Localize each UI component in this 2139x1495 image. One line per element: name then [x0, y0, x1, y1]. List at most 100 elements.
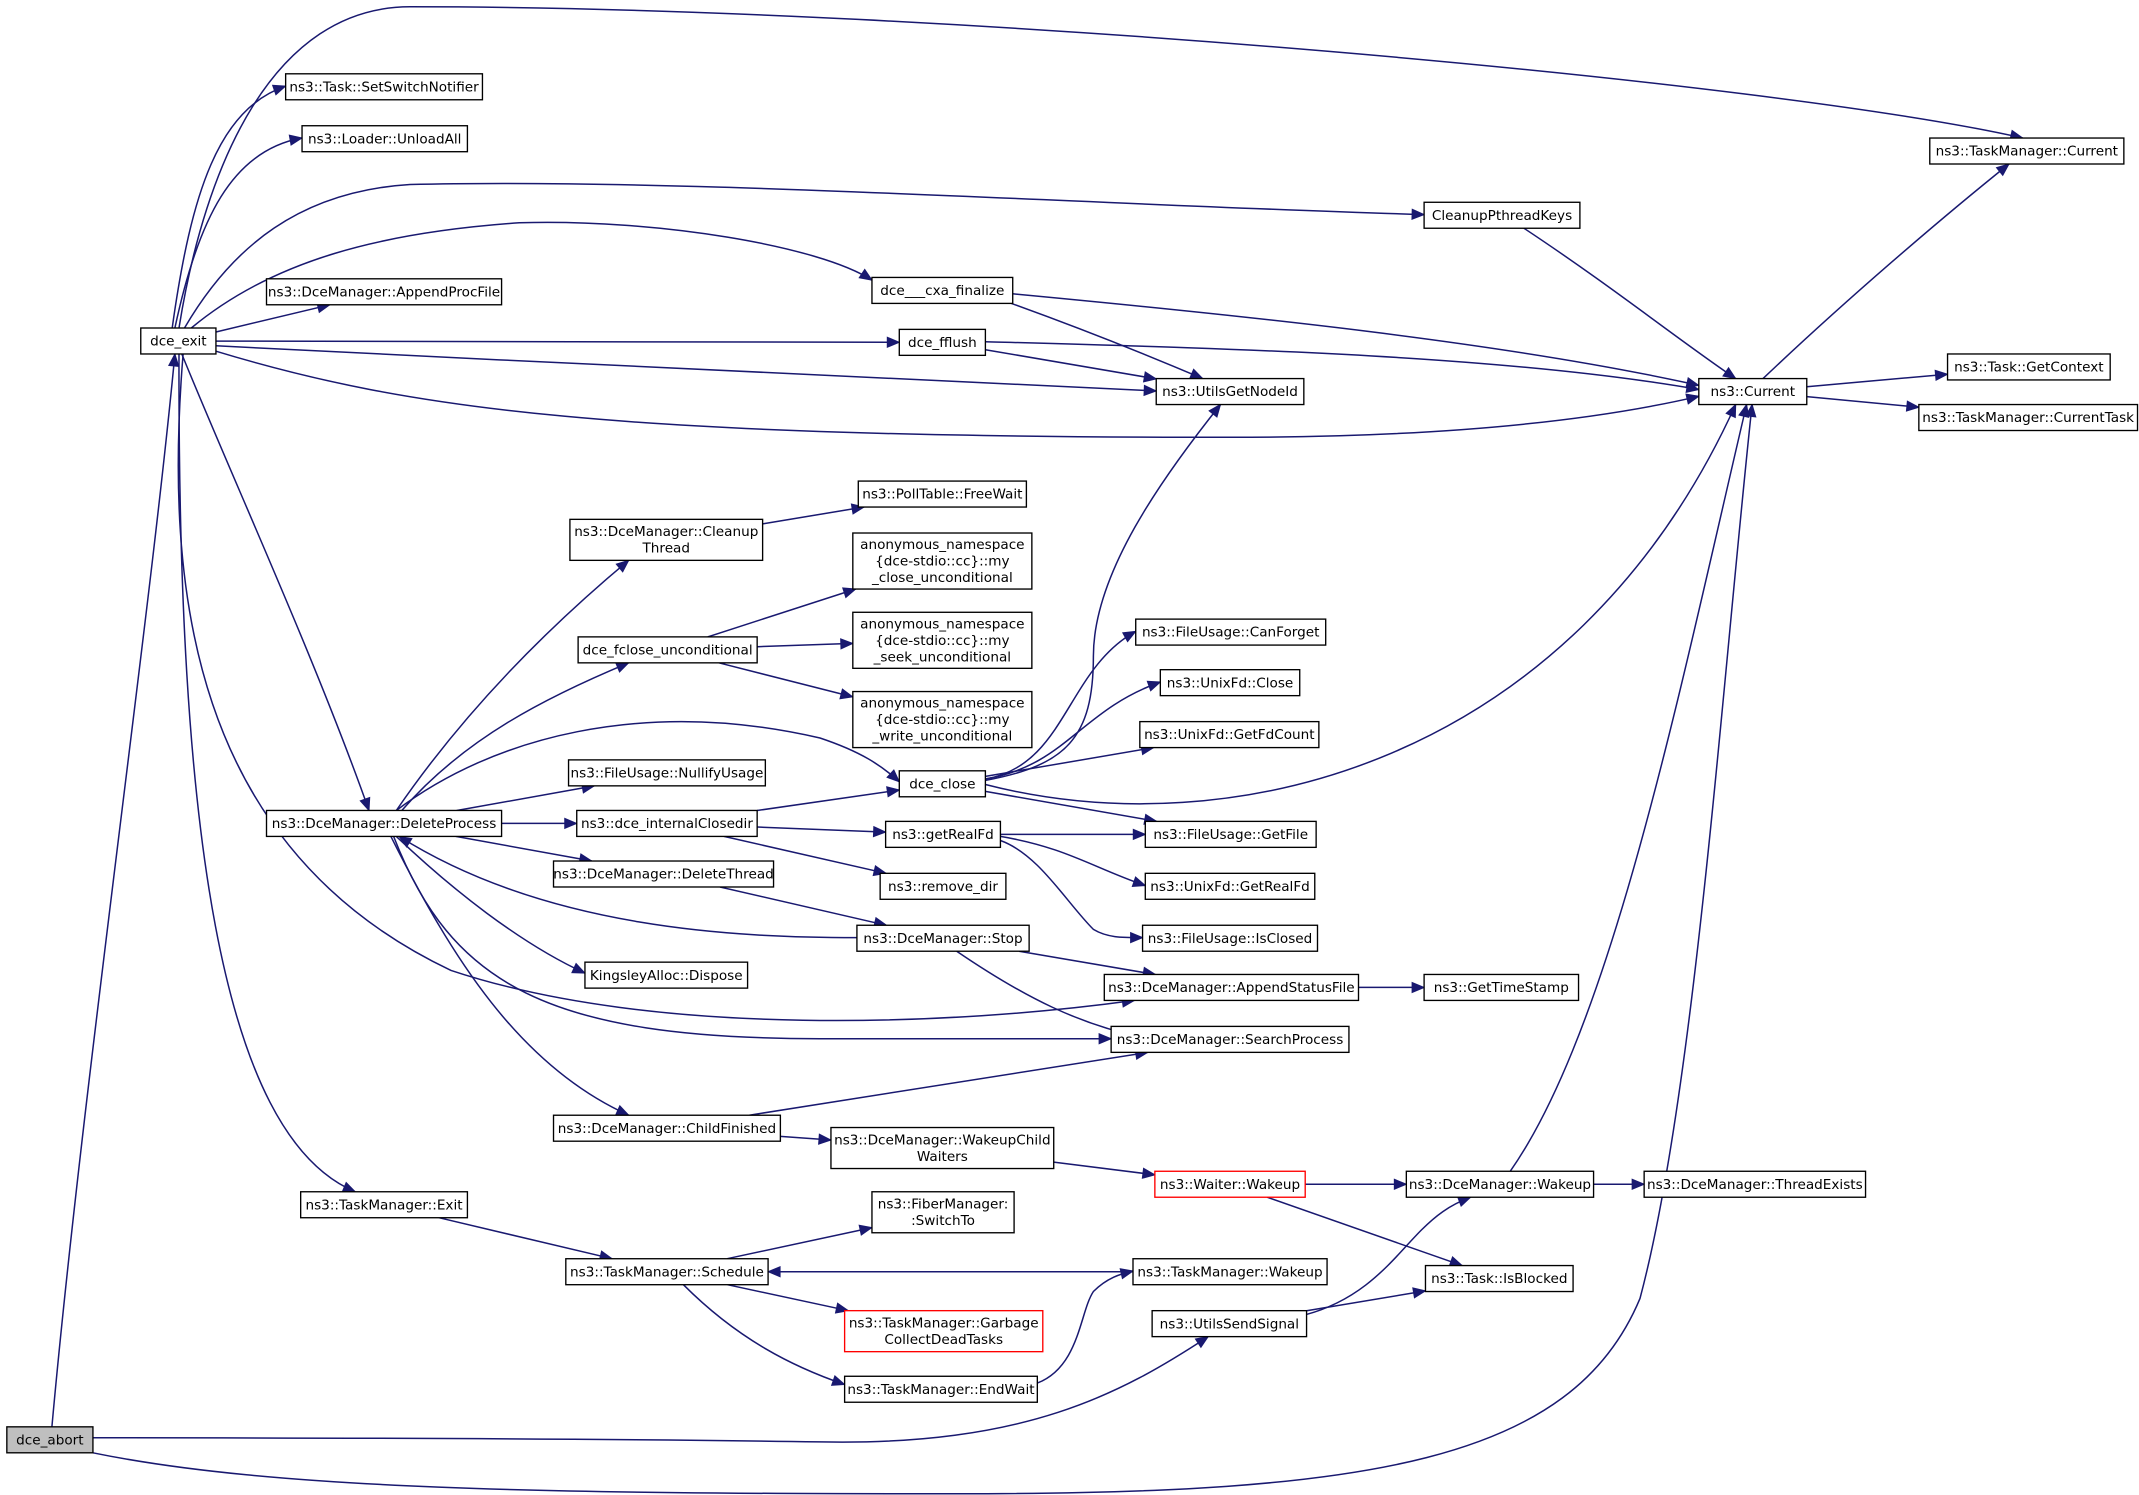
node-tm_wakeup[interactable]: ns3::TaskManager::Wakeup: [1132, 1258, 1328, 1286]
node-box: [299, 1191, 469, 1219]
node-deletethread[interactable]: ns3::DceManager::DeleteThread: [552, 860, 775, 888]
node-getfile[interactable]: ns3::FileUsage::GetFile: [1144, 820, 1317, 849]
node-endwait[interactable]: ns3::TaskManager::EndWait: [843, 1375, 1039, 1403]
node-canforget[interactable]: ns3::FileUsage::CanForget: [1135, 618, 1327, 646]
node-ux_getrealfd[interactable]: ns3::UnixFd::GetRealFd: [1144, 872, 1316, 900]
edge-waiter_wakeup-to-dm_wakeup: [1305, 1178, 1408, 1190]
node-label: ns3::Current: [1711, 384, 1796, 400]
edge-stop-to-deleteprocess: [398, 835, 857, 939]
edge-fflush-to-nodeid: [985, 348, 1158, 383]
node-box: [898, 770, 987, 798]
edge-current-to-tm_current: [1762, 163, 2011, 380]
node-label: dce_exit: [150, 334, 207, 350]
node-tm_exit[interactable]: ns3::TaskManager::Exit: [299, 1191, 469, 1219]
node-cxa[interactable]: dce___cxa_finalize: [871, 276, 1014, 305]
node-box: [871, 1191, 1015, 1234]
node-setswitch[interactable]: ns3::Task::SetSwitchNotifier: [284, 73, 484, 101]
node-box: [1139, 720, 1320, 749]
node-getfdcount[interactable]: ns3::UnixFd::GetFdCount: [1139, 720, 1320, 749]
node-dm_wakeup[interactable]: ns3::DceManager::Wakeup: [1405, 1170, 1595, 1198]
edge-cxa-to-current: [1012, 293, 1701, 389]
edge-wakeupchild-to-waiter_wakeup: [1053, 1161, 1157, 1179]
edge-dce_exit-to-deleteprocess: [181, 353, 371, 812]
node-threadexists[interactable]: ns3::DceManager::ThreadExists: [1643, 1170, 1867, 1198]
node-timestamp[interactable]: ns3::GetTimeStamp: [1423, 973, 1580, 1002]
node-fclose_uncond[interactable]: dce_fclose_unconditional: [577, 636, 758, 664]
node-appendproc[interactable]: ns3::DceManager::AppendProcFile: [265, 278, 503, 306]
node-waiter_wakeup[interactable]: ns3::Waiter::Wakeup: [1154, 1170, 1306, 1198]
node-childfinished[interactable]: ns3::DceManager::ChildFinished: [552, 1114, 782, 1142]
node-getcontext[interactable]: ns3::Task::GetContext: [1946, 353, 2111, 381]
node-dce_exit[interactable]: dce_exit: [140, 327, 217, 355]
node-label: _write_unconditional: [871, 729, 1012, 745]
node-currenttask[interactable]: ns3::TaskManager::CurrentTask: [1918, 403, 2139, 432]
node-my_write[interactable]: anonymous_namespace{dce-stdio::cc}::my_w…: [852, 690, 1033, 749]
edge-dce_exit-to-tm_exit: [178, 353, 357, 1193]
node-box: [1155, 377, 1305, 406]
node-removedir[interactable]: ns3::remove_dir: [879, 872, 1007, 900]
node-label: ns3::Loader::UnloadAll: [308, 131, 461, 147]
node-tm_current[interactable]: ns3::TaskManager::Current: [1929, 137, 2125, 165]
node-garbage[interactable]: ns3::TaskManager::GarbageCollectDeadTask…: [843, 1309, 1044, 1353]
node-sendsignal[interactable]: ns3::UtilsSendSignal: [1151, 1309, 1308, 1338]
node-unixclose[interactable]: ns3::UnixFd::Close: [1159, 669, 1301, 697]
node-box: [584, 961, 749, 989]
edge-tm_exit-to-schedule: [438, 1216, 614, 1262]
node-switchto[interactable]: ns3::FiberManager::SwitchTo: [871, 1191, 1015, 1234]
node-isclosed[interactable]: ns3::FileUsage::IsClosed: [1141, 924, 1319, 952]
edge-deleteprocess-to-internalclosedir: [501, 817, 579, 830]
edge-deleteprocess-to-kingsley: [395, 835, 587, 974]
node-searchproc[interactable]: ns3::DceManager::SearchProcess: [1110, 1025, 1350, 1054]
node-kingsley[interactable]: KingsleyAlloc::Dispose: [584, 961, 749, 989]
node-label: ns3::DceManager::WakeupChild: [834, 1132, 1051, 1148]
node-internalclosedir[interactable]: ns3::dce_internalClosedir: [576, 809, 758, 838]
node-box: [1918, 403, 2139, 432]
node-appendstatus[interactable]: ns3::DceManager::AppendStatusFile: [1103, 973, 1360, 1002]
node-label: dce_close: [909, 776, 975, 792]
node-box: [1141, 924, 1319, 952]
node-my_seek[interactable]: anonymous_namespace{dce-stdio::cc}::my_s…: [852, 611, 1033, 669]
node-box: [1929, 137, 2125, 165]
node-label: KingsleyAlloc::Dispose: [590, 968, 743, 984]
node-freewait[interactable]: ns3::PollTable::FreeWait: [857, 480, 1028, 508]
edge-dce_exit-to-nodeid: [215, 345, 1158, 397]
node-dce_close[interactable]: dce_close: [898, 770, 987, 798]
node-unloadall[interactable]: ns3::Loader::UnloadAll: [301, 125, 469, 153]
node-schedule[interactable]: ns3::TaskManager::Schedule: [565, 1258, 769, 1286]
edge-fflush-to-current: [985, 340, 1701, 394]
edge-fclose_uncond-to-my_close: [707, 587, 857, 638]
node-box: [852, 690, 1033, 749]
edge-deleteprocess-to-cleanupthread: [395, 559, 630, 811]
node-label: ns3::DceManager::ThreadExists: [1647, 1177, 1863, 1193]
node-getrealfd[interactable]: ns3::getRealFd: [884, 820, 1002, 849]
node-fflush[interactable]: dce_fflush: [898, 328, 987, 357]
node-current[interactable]: ns3::Current: [1698, 377, 1808, 406]
node-label: ns3::FiberManager:: [878, 1197, 1009, 1213]
edge-dce_exit-to-cxa: [190, 221, 874, 329]
node-box: [1154, 1170, 1306, 1198]
node-box: [843, 1309, 1044, 1353]
node-box: [565, 1258, 769, 1286]
edge-dce_abort-to-dce_exit: [51, 352, 180, 1427]
edge-childfinished-to-searchproc: [749, 1048, 1150, 1116]
edge-dm_wakeup-to-threadexists: [1593, 1178, 1646, 1190]
edge-dce_close-to-getfile: [985, 790, 1158, 825]
node-label: ns3::FileUsage::NullifyUsage: [571, 765, 764, 781]
node-nodeid[interactable]: ns3::UtilsGetNodeId: [1155, 377, 1305, 406]
node-nullify[interactable]: ns3::FileUsage::NullifyUsage: [567, 759, 767, 787]
node-isblocked[interactable]: ns3::Task::IsBlocked: [1424, 1264, 1574, 1293]
node-box: [576, 809, 758, 838]
node-box: [1110, 1025, 1350, 1054]
node-cleanupkeys[interactable]: CleanupPthreadKeys: [1423, 201, 1581, 229]
node-dce_abort[interactable]: dce_abort: [6, 1426, 94, 1454]
edge-getrealfd-to-ux_getrealfd: [1000, 835, 1147, 888]
node-my_close[interactable]: anonymous_namespace{dce-stdio::cc}::my_c…: [852, 532, 1033, 590]
node-box: [1643, 1170, 1867, 1198]
edge-dce_close-to-current: [985, 403, 1737, 805]
edge-fclose_uncond-to-my_seek: [757, 638, 855, 650]
edge-deleteprocess-to-nullify: [456, 782, 596, 812]
node-stop[interactable]: ns3::DceManager::Stop: [856, 924, 1030, 952]
node-deleteprocess[interactable]: ns3::DceManager::DeleteProcess: [265, 809, 503, 838]
